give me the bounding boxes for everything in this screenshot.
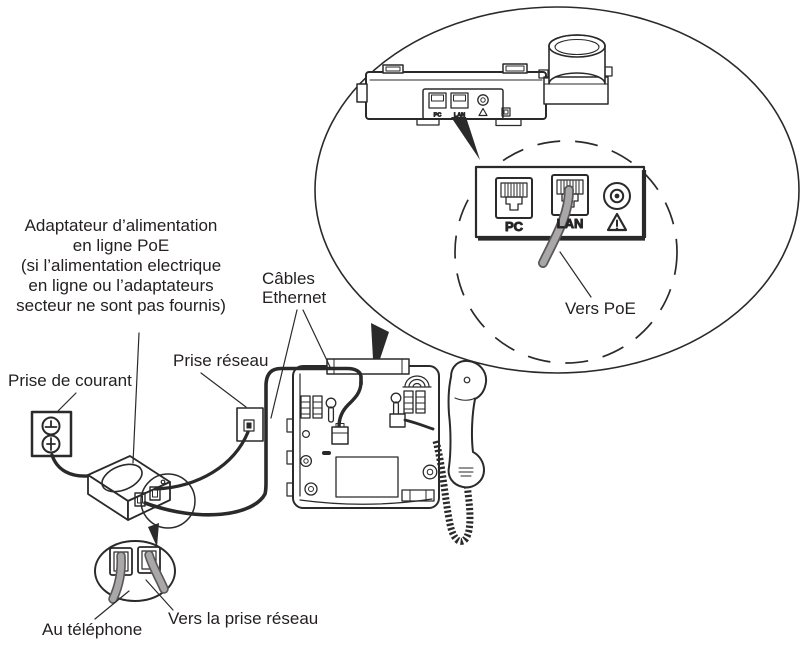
bottom-pc-port-label: PC (434, 113, 442, 119)
pointer-to-phone-label (94, 590, 130, 620)
phone-back (286, 358, 440, 509)
power-jack (603, 182, 631, 210)
phone-bottom-view (356, 34, 613, 127)
gray-cable-left (108, 551, 126, 604)
magnifier-circle (140, 473, 196, 529)
detail-dashed-circle (454, 140, 678, 364)
bottom-power-jack-icon (477, 94, 489, 106)
bottom-lan-port (450, 92, 469, 109)
arrow-to-detail (451, 117, 480, 160)
warning-triangle-icon (606, 212, 628, 232)
handset-cup (548, 34, 606, 85)
pointer-to-network-jack-label (145, 579, 174, 611)
pc-port-label: PC (505, 219, 524, 234)
gray-cable-right (144, 550, 169, 594)
jack-closeup-ellipse (94, 540, 176, 604)
label-adapter-note: Adaptateur d’alimentation en ligne PoE (… (16, 216, 226, 315)
pointer-power-outlet (57, 392, 77, 412)
lan-port-label: LAN (557, 216, 584, 231)
overview-ellipse (314, 6, 800, 374)
ethernet-cable-to-phone (143, 366, 363, 517)
ethernet-cable-to-wall (154, 430, 250, 491)
pointer-to-poe (559, 251, 592, 298)
handset-cord (432, 440, 474, 545)
handset (447, 359, 488, 489)
pointer-ethernet-cables-right (302, 309, 332, 370)
pointer-adapter-note (132, 332, 140, 464)
bottom-pc-port (428, 92, 447, 109)
power-outlet (30, 410, 73, 458)
label-to-poe: Vers PoE (565, 299, 636, 318)
pointer-ethernet-cables-left (270, 309, 298, 419)
internal-cable (337, 380, 363, 429)
power-cord (50, 453, 90, 478)
label-to-phone: Au téléphone (42, 620, 143, 639)
speaker-grill (402, 375, 432, 388)
label-network-jack: Prise réseau (173, 351, 269, 370)
lan-cable (538, 185, 574, 268)
label-ethernet-cables: Câbles Ethernet (262, 269, 327, 307)
poe-adapter (87, 455, 171, 521)
arrow-to-jack-closeup (148, 523, 159, 547)
label-to-network-jack: Vers la prise réseau (168, 609, 319, 628)
bottom-warning-triangle-icon (478, 107, 488, 117)
ports-panel (474, 165, 647, 268)
bottom-lan-port-label: LAN (454, 113, 465, 119)
pointer-network-jack (200, 372, 247, 408)
wall-jack (236, 407, 264, 442)
label-power-outlet: Prise de courant (8, 371, 132, 390)
pc-port (495, 177, 533, 219)
